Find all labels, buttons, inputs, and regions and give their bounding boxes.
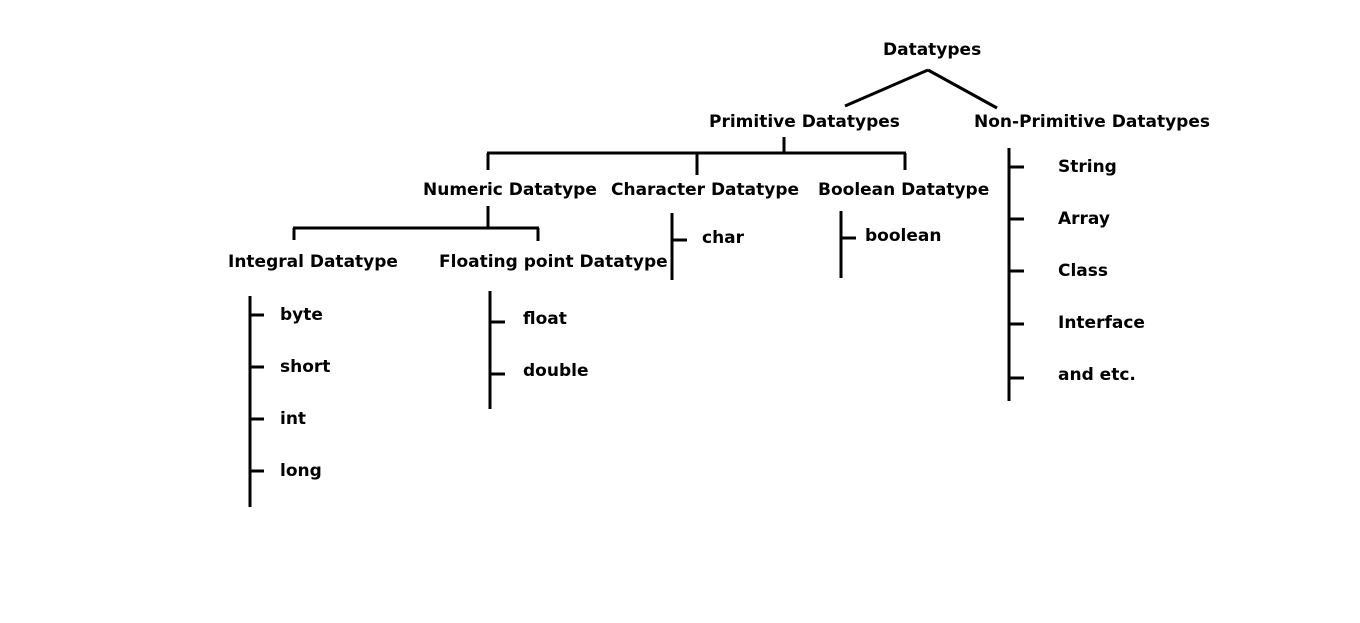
character-node-label: Character Datatype bbox=[611, 180, 800, 200]
root-node-label: Datatypes bbox=[883, 40, 982, 60]
numeric-node-label: Numeric Datatype bbox=[423, 180, 597, 200]
list-item: int bbox=[280, 409, 307, 429]
integral-node-label: Integral Datatype bbox=[228, 252, 398, 272]
list-item: and etc. bbox=[1058, 365, 1136, 385]
list-item: boolean bbox=[865, 226, 942, 246]
boolean-node-label: Boolean Datatype bbox=[818, 180, 990, 200]
primitive-node-label: Primitive Datatypes bbox=[709, 112, 900, 132]
non-primitive-node-label: Non-Primitive Datatypes bbox=[974, 112, 1210, 132]
list-item: short bbox=[280, 357, 331, 377]
list-item: String bbox=[1058, 157, 1117, 177]
list-item: Class bbox=[1058, 261, 1109, 281]
list-item: Array bbox=[1058, 209, 1110, 229]
list-item: double bbox=[523, 361, 589, 381]
list-item: byte bbox=[280, 305, 323, 325]
list-item: long bbox=[280, 461, 322, 481]
list-item: float bbox=[523, 309, 567, 329]
list-item: Interface bbox=[1058, 313, 1145, 333]
floating-node-label: Floating point Datatype bbox=[439, 252, 668, 272]
list-item: char bbox=[702, 228, 745, 248]
